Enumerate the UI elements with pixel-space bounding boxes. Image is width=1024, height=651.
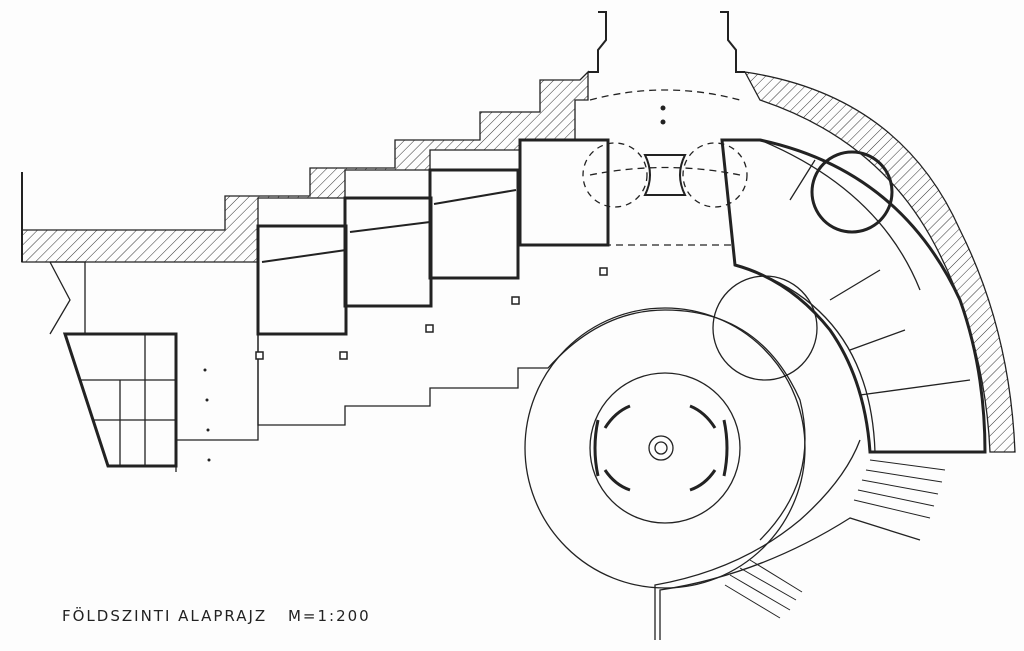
drawing-scale: M=1:200 (287, 607, 371, 625)
curved-building (720, 138, 987, 454)
fountain-circle (589, 372, 741, 524)
stepped-retaining-wall (21, 70, 589, 263)
central-plaza-circle (524, 307, 806, 589)
drawing-title: FÖLDSZINTI ALAPRAJZ (62, 607, 268, 625)
drawing-caption: FÖLDSZINTI ALAPRAJZ M=1:200 (62, 607, 385, 625)
left-wing (62, 332, 178, 468)
curved-retaining-wall (743, 71, 1016, 453)
